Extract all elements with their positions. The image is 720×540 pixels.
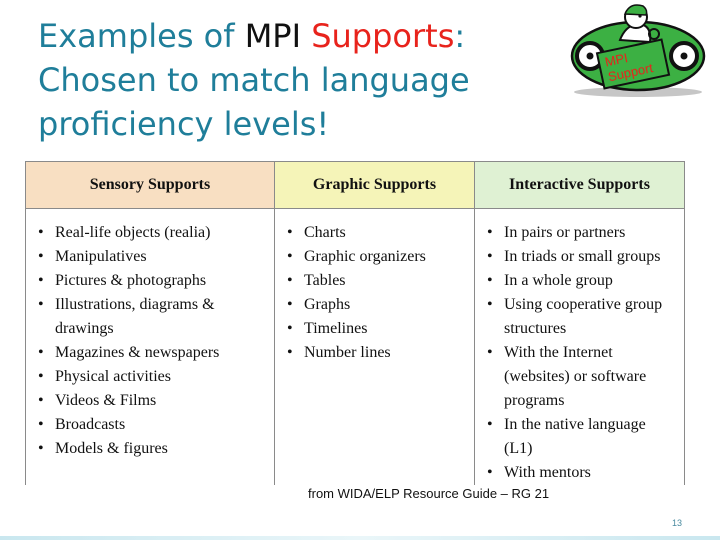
list-item-text: With the Internet (websites) or software… xyxy=(504,344,647,409)
list-item-text: Pictures & photographs xyxy=(55,272,207,289)
list-item-text: Graphs xyxy=(304,296,351,313)
bullet-icon: • xyxy=(38,272,44,289)
list-item: • Graphic organizers xyxy=(285,245,468,269)
bullet-icon: • xyxy=(38,440,44,457)
bullet-icon: • xyxy=(287,248,293,265)
list-item: • In the native language (L1) xyxy=(485,413,678,461)
list-item: • Physical activities xyxy=(36,365,268,389)
header-sensory-supports: Sensory Supports xyxy=(25,161,275,209)
list-item: • Broadcasts xyxy=(36,413,268,437)
slide-number: 13 xyxy=(671,518,682,528)
bullet-icon: • xyxy=(487,416,493,433)
list-item-text: Manipulatives xyxy=(55,248,147,265)
title-part-1: Examples of xyxy=(38,17,245,55)
list-item-text: Models & figures xyxy=(55,440,168,457)
steering-wheel xyxy=(648,28,660,40)
list-item: • Charts xyxy=(285,221,468,245)
bullet-icon: • xyxy=(287,344,293,361)
car-shadow xyxy=(574,87,702,97)
bullet-icon: • xyxy=(487,296,493,313)
list-item-text: Number lines xyxy=(304,344,391,361)
list-item: • Manipulatives xyxy=(36,245,268,269)
list-item: • Illustrations, diagrams & drawings xyxy=(36,293,268,341)
bullet-icon: • xyxy=(38,392,44,409)
list-item-text: In pairs or partners xyxy=(504,224,626,241)
bullet-icon: • xyxy=(287,320,293,337)
list-item: • Magazines & newspapers xyxy=(36,341,268,365)
support-sign xyxy=(595,38,671,90)
title-part-mpi: MPI xyxy=(244,17,302,55)
list-item-text: Real-life objects (realia) xyxy=(55,224,211,241)
bottom-decorative-strip xyxy=(0,536,720,540)
list-item: • Videos & Films xyxy=(36,389,268,413)
bullet-icon: • xyxy=(38,296,44,313)
driver-eye xyxy=(638,14,642,18)
list-item: • In a whole group xyxy=(485,269,678,293)
list-item-text: Broadcasts xyxy=(55,416,126,433)
graphic-supports-list: • Charts • Graphic organizers • Tables • Gra… xyxy=(285,221,468,365)
list-item: • Graphs xyxy=(285,293,468,317)
header-graphic-supports: Graphic Supports xyxy=(274,161,475,209)
table-header-row: Sensory Supports Graphic Supports Intera… xyxy=(25,161,685,209)
bullet-icon: • xyxy=(487,464,493,481)
list-item: • Using cooperative group structures xyxy=(485,293,678,341)
list-item: • With the Internet (websites) or softwar… xyxy=(485,341,678,413)
sign-text-mpi: MPI xyxy=(603,50,629,69)
list-item: • Tables xyxy=(285,269,468,293)
list-item-text: Charts xyxy=(304,224,346,241)
bullet-icon: • xyxy=(287,224,293,241)
bullet-icon: • xyxy=(38,416,44,433)
mpi-support-car-logo: MPI Support xyxy=(570,4,706,97)
table-body-row: • Real-life objects (realia) • Manipulativ… xyxy=(25,208,685,485)
list-item-text: Physical activities xyxy=(55,368,171,385)
list-item-text: Using cooperative group structures xyxy=(504,296,663,337)
list-item-text: Illustrations, diagrams & drawings xyxy=(55,296,215,337)
list-item-text: Graphic organizers xyxy=(304,248,426,265)
list-item: • Models & figures xyxy=(36,437,268,461)
list-item-text: With mentors xyxy=(504,464,591,481)
list-item-text: Timelines xyxy=(304,320,368,337)
bullet-icon: • xyxy=(487,224,493,241)
list-item: • Pictures & photographs xyxy=(36,269,268,293)
wheel-left-hub xyxy=(586,52,594,60)
list-item-text: Tables xyxy=(304,272,346,289)
bullet-icon: • xyxy=(38,248,44,265)
header-interactive-supports: Interactive Supports xyxy=(474,161,685,209)
bullet-icon: • xyxy=(487,272,493,289)
list-item-text: Magazines & newspapers xyxy=(55,344,220,361)
list-item: • Timelines xyxy=(285,317,468,341)
driver-helmet xyxy=(623,4,648,16)
bullet-icon: • xyxy=(487,248,493,265)
bullet-icon: • xyxy=(287,296,293,313)
list-item-text: Videos & Films xyxy=(55,392,157,409)
list-item: • In pairs or partners xyxy=(485,221,678,245)
bullet-icon: • xyxy=(38,224,44,241)
list-item-text: In a whole group xyxy=(504,272,613,289)
wheel-right-hub xyxy=(680,52,688,60)
sensory-supports-cell: • Real-life objects (realia) • Manipulativ… xyxy=(25,208,275,485)
supports-table: Sensory Supports Graphic Supports Intera… xyxy=(25,161,685,485)
bullet-icon: • xyxy=(287,272,293,289)
source-citation: from WIDA/ELP Resource Guide – RG 21 xyxy=(308,486,550,501)
slide-title: Examples of MPI Supports: Chosen to matc… xyxy=(38,14,558,160)
list-item: • With mentors xyxy=(485,461,678,485)
bullet-icon: • xyxy=(38,344,44,361)
graphic-supports-cell: • Charts • Graphic organizers • Tables • Gra… xyxy=(274,208,475,485)
list-item: • Real-life objects (realia) xyxy=(36,221,268,245)
list-item-text: In the native language (L1) xyxy=(504,416,646,457)
bullet-icon: • xyxy=(38,368,44,385)
interactive-supports-cell: • In pairs or partners • In triads or smal… xyxy=(474,208,685,485)
title-part-rest: : Chosen to match language proficiency l… xyxy=(38,17,470,143)
sensory-supports-list: • Real-life objects (realia) • Manipulativ… xyxy=(36,221,268,461)
bullet-icon: • xyxy=(487,344,493,361)
list-item: • Number lines xyxy=(285,341,468,365)
list-item-text: In triads or small groups xyxy=(504,248,661,265)
list-item: • In triads or small groups xyxy=(485,245,678,269)
interactive-supports-list: • In pairs or partners • In triads or smal… xyxy=(485,221,678,485)
title-part-supports: Supports xyxy=(301,17,455,55)
